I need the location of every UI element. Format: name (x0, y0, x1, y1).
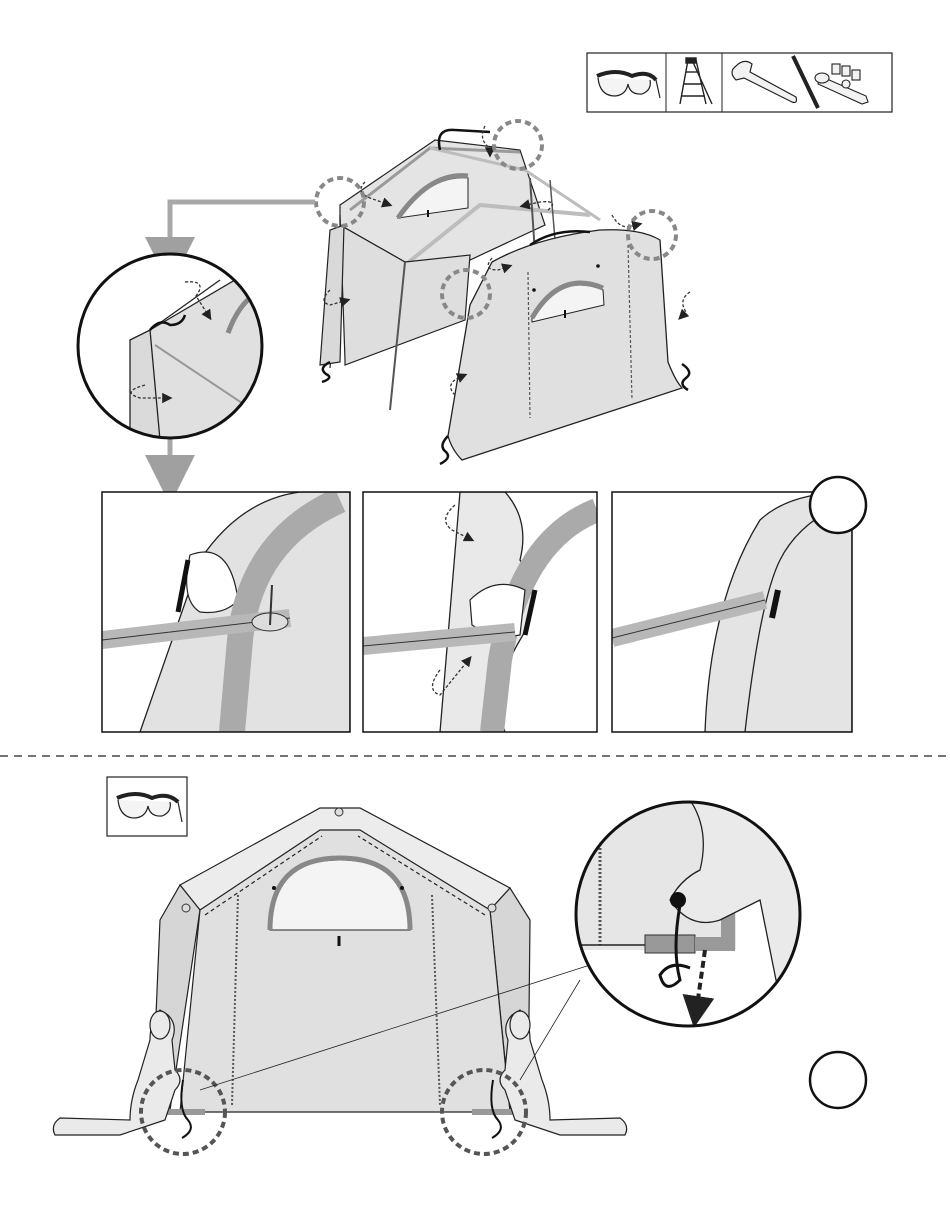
zoom-detail-corner (78, 254, 270, 440)
detail-panel-1 (102, 492, 350, 732)
kneeling-person-left (53, 1010, 180, 1135)
step-number-circle-upper (810, 477, 866, 533)
zoom-detail-tie-down (576, 800, 800, 1026)
kneeling-person-right (500, 1010, 627, 1135)
detail-panel-2 (363, 492, 597, 732)
tools-required-box (587, 53, 892, 112)
detail-panel-3 (612, 492, 852, 732)
lower-tools-box (107, 777, 187, 836)
shelter-frame-with-cover (320, 126, 690, 464)
shelter-front-view (152, 808, 530, 1112)
step-number-circle-lower (810, 1052, 866, 1108)
